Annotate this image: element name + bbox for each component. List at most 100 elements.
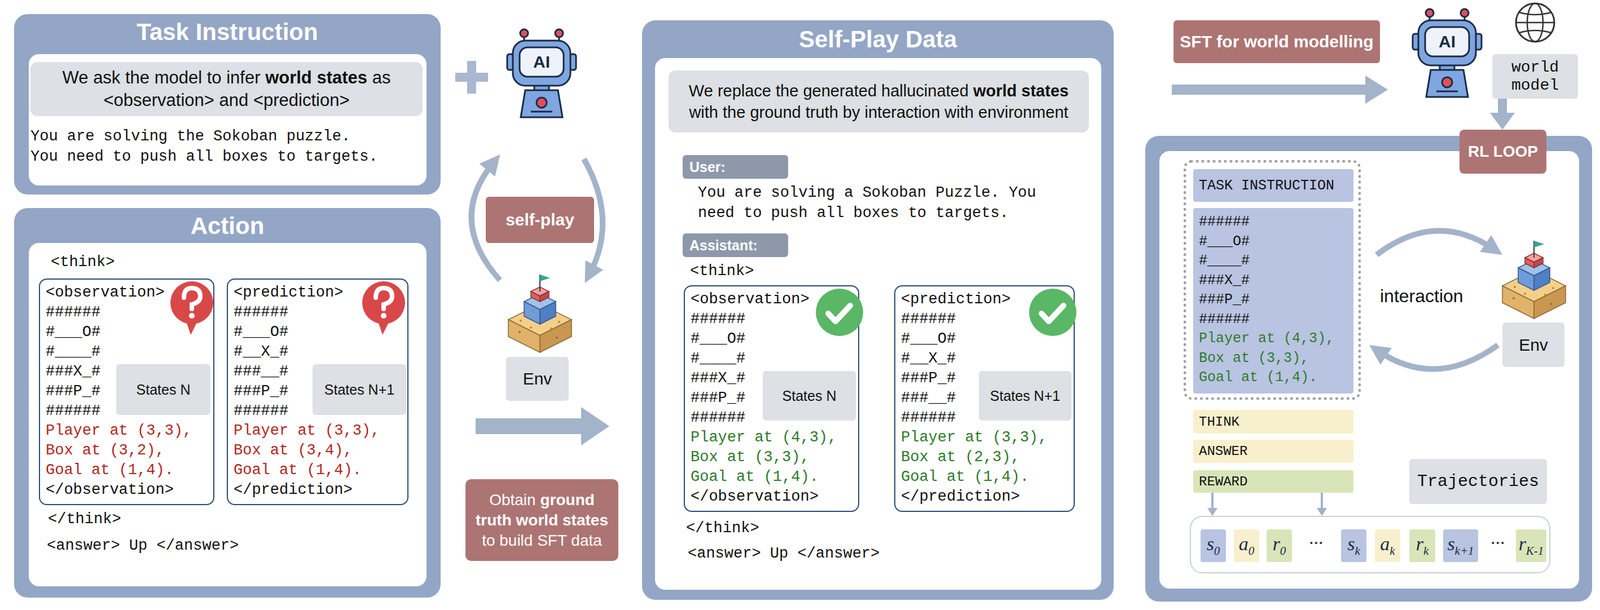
- state-tag: States N: [116, 364, 211, 416]
- text-slot: </think>: [47, 509, 122, 530]
- text-line: RL LOOP: [1467, 142, 1538, 161]
- token-text: sk: [1347, 533, 1361, 559]
- env-box: Env: [506, 357, 569, 402]
- text-slot: You are solving a Sokoban Puzzle. You ne…: [697, 182, 1050, 224]
- text-line: States N: [782, 388, 837, 405]
- text-line: THINK: [1198, 414, 1240, 430]
- box-label: TASK INSTRUCTION: [1198, 177, 1335, 195]
- trajectory-box: Trajectories: [1409, 459, 1547, 505]
- text-line: We replace the generated hallucinated wo…: [674, 80, 1084, 123]
- text-slot: Action: [14, 212, 441, 240]
- token-subscript: k+1: [1455, 544, 1475, 558]
- text-slot: ...: [1490, 527, 1506, 549]
- text-line: self-play: [505, 210, 575, 230]
- token-text: ak: [1379, 533, 1395, 559]
- state-text: ###### #___O# #____# ###X_# ###P_# #####…: [45, 302, 103, 422]
- box-label: Env: [522, 369, 553, 389]
- text-slot: <answer> Up </answer>: [687, 543, 880, 565]
- box-label: world states: [265, 67, 368, 88]
- text-line: User:: [689, 159, 726, 176]
- role-chip: User:: [682, 155, 789, 179]
- token-symbol: s: [1347, 533, 1355, 555]
- env-box: Env: [1502, 322, 1565, 368]
- token-subscript: k: [1354, 544, 1360, 558]
- token-symbol: r: [1272, 533, 1281, 555]
- state-tag: States N+1: [978, 371, 1072, 421]
- text-line: Assistant:: [689, 237, 758, 254]
- label-text: interaction: [1379, 286, 1464, 307]
- box-label: ANSWER: [1198, 444, 1248, 460]
- token-symbol: s: [1447, 533, 1455, 555]
- label-text: You are solving a Sokoban Puzzle. You ne…: [697, 182, 1050, 224]
- text-slot: <think>: [689, 261, 754, 282]
- text-slot: Task Instruction: [14, 18, 441, 46]
- text-slot: ...: [1308, 527, 1324, 549]
- token-text: a0: [1238, 533, 1255, 559]
- box-label: RL LOOP: [1467, 142, 1538, 161]
- token-subscript: k: [1423, 544, 1429, 558]
- token-text: r0: [1272, 533, 1287, 559]
- sequence-token: ak: [1374, 529, 1401, 563]
- process-box: SFT for world modelling: [1173, 20, 1380, 64]
- text-line: States N+1: [324, 381, 395, 399]
- sequence-token: rk: [1409, 529, 1436, 563]
- box-label: States N: [136, 381, 191, 398]
- state-text: Player at (3,3), Box at (2,3), Goal at (…: [900, 428, 1059, 488]
- instruction-panel: Task InstructionYou are solving the Soko…: [14, 14, 441, 195]
- box-label: with the ground truth by interaction wit…: [688, 103, 1068, 122]
- label-text: You are solving the Sokoban puzzle. You …: [30, 126, 383, 167]
- role-chip: Assistant:: [682, 233, 789, 258]
- box-label: States N: [782, 388, 837, 404]
- token-bar: ANSWER: [1193, 440, 1354, 464]
- box-label: to build SFT data: [481, 532, 602, 550]
- box-label: self-play: [505, 210, 575, 230]
- state-text: </observation>: [690, 487, 853, 508]
- state-tag: States N+1: [312, 364, 407, 416]
- action-panel: Action <think> </think> <answer> Up </answe…: [14, 208, 441, 599]
- text-slot: <answer> Up </answer>: [46, 535, 239, 557]
- panel-heading: Self-Play Data: [642, 25, 1114, 54]
- token-symbol: a: [1379, 533, 1390, 555]
- box-label: SFT for world modelling: [1179, 32, 1374, 51]
- box-label: world model: [1511, 58, 1559, 95]
- state-text: <prediction>: [900, 289, 1068, 310]
- model-box: world model: [1492, 54, 1578, 99]
- sequence-token: rK-1: [1515, 529, 1547, 563]
- token-symbol: r: [1518, 533, 1527, 555]
- label-text: ...: [1490, 527, 1506, 549]
- sequence-token: sk: [1341, 529, 1367, 563]
- text-line: ANSWER: [1198, 444, 1248, 460]
- sequence-token: s0: [1200, 529, 1226, 563]
- label-text: </think>: [686, 518, 760, 539]
- text-line: Obtain ground truth world states to buil…: [473, 490, 611, 552]
- label-text: <answer> Up </answer>: [46, 535, 239, 557]
- state-text: <prediction>: [233, 283, 402, 303]
- icon-label: AI: [533, 52, 551, 72]
- panel-heading: Action: [14, 212, 441, 240]
- text-line: Trajectories: [1417, 472, 1540, 492]
- process-box: RL LOOP: [1459, 129, 1547, 174]
- label-text: ...: [1308, 527, 1324, 549]
- label-text: </think>: [47, 509, 122, 530]
- state-text: </observation>: [45, 480, 208, 501]
- box-label: We replace the generated hallucinated: [688, 81, 969, 100]
- token-subscript: k: [1389, 544, 1395, 558]
- label-text: <think>: [50, 252, 115, 273]
- token-bar: THINK: [1193, 410, 1354, 434]
- token-symbol: s: [1206, 533, 1215, 555]
- box-label: States N+1: [990, 388, 1061, 404]
- text-slot: Self-Play Data: [642, 25, 1114, 54]
- token-text: s0: [1206, 533, 1221, 559]
- sequence-token: sk+1: [1443, 529, 1479, 563]
- state-text: Player at (4,3), Box at (3,3), Goal at (…: [1198, 329, 1345, 389]
- text-line: TASK INSTRUCTION: [1198, 177, 1335, 195]
- process-box: self-play: [485, 196, 595, 244]
- sequence-token: r0: [1266, 529, 1292, 563]
- label-text: <answer> Up </answer>: [687, 543, 880, 565]
- box-label: User:: [689, 159, 726, 175]
- text-slot: <think>: [50, 252, 115, 273]
- note-box: We replace the generated hallucinated wo…: [668, 70, 1089, 133]
- token-text: rk: [1416, 533, 1430, 559]
- token-text: sk+1: [1447, 533, 1474, 559]
- sequence-token: a0: [1233, 529, 1260, 563]
